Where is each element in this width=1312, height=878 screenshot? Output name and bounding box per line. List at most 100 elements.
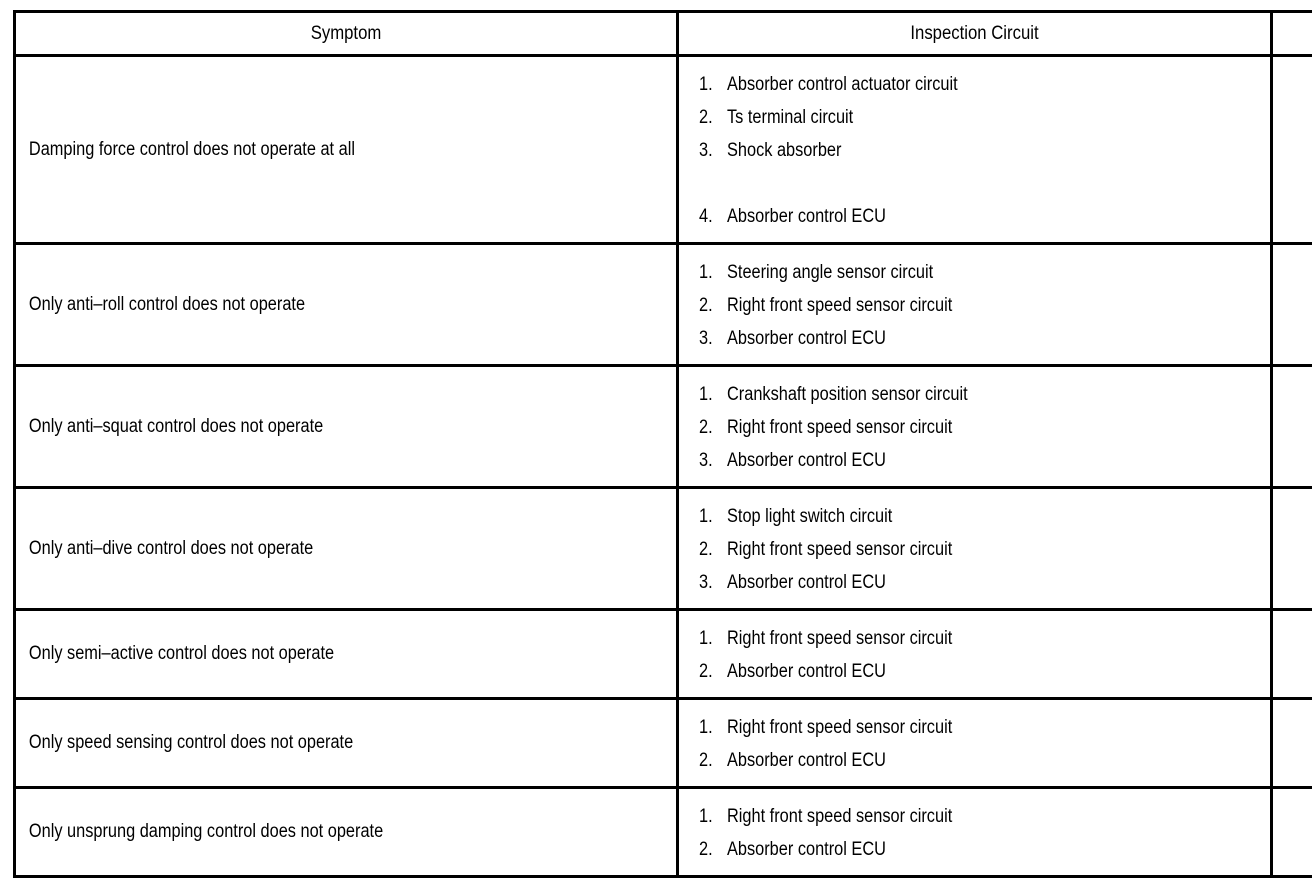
overflow-cell [1272,699,1312,788]
list-item: 2.Right front speed sensor circuit [679,411,1270,444]
table-row: Damping force control does not operate a… [15,56,1312,244]
inspection-circuit-cell: 1.Right front speed sensor circuit 2.Abs… [678,610,1272,699]
list-item-text: Right front speed sensor circuit [727,711,952,744]
page-root: Symptom Inspection Circuit Damping force… [0,0,1312,802]
list-item-text: Absorber control ECU [727,444,886,477]
list-item-number: 1. [699,800,721,833]
list-item-text: Absorber control ECU [727,322,886,355]
list-item-number: 1. [699,500,721,533]
symptom-label: Only anti–dive control does not operate [16,537,584,561]
table-row: Only unsprung damping control does not o… [15,788,1312,877]
list-item-text: Absorber control ECU [727,833,886,866]
list-item: 3.Absorber control ECU [679,444,1270,477]
list-item: 1.Steering angle sensor circuit [679,256,1270,289]
inspection-circuit-cell: 1.Steering angle sensor circuit 2.Right … [678,244,1272,366]
list-item-text: Absorber control ECU [727,200,886,233]
list-item: 2.Absorber control ECU [679,655,1270,688]
list-item-number: 3. [699,566,721,599]
list-item: 2.Ts terminal circuit [679,101,1270,134]
list-item-number: 1. [699,378,721,411]
list-item-text: Right front speed sensor circuit [727,622,952,655]
list-item-text: Absorber control ECU [727,744,886,777]
list-item-number: 1. [699,68,721,101]
list-item-number: 2. [699,289,721,322]
list-item-text: Absorber control ECU [727,566,886,599]
list-item: 1.Right front speed sensor circuit [679,622,1270,655]
list-item-text: Absorber control ECU [727,655,886,688]
symptom-cell: Only unsprung damping control does not o… [15,788,678,877]
table-row: Only anti–dive control does not operate … [15,488,1312,610]
symptom-label: Damping force control does not operate a… [16,138,584,162]
table-header: Symptom Inspection Circuit [15,12,1312,56]
list-item-text: Crankshaft position sensor circuit [727,378,968,411]
inspection-circuit-cell: 1.Stop light switch circuit 2.Right fron… [678,488,1272,610]
list-item-text: Right front speed sensor circuit [727,800,952,833]
list-item: 2.Absorber control ECU [679,744,1270,777]
list-item-number: 1. [699,711,721,744]
table-row: Only speed sensing control does not oper… [15,699,1312,788]
table-row: Only anti–roll control does not operate … [15,244,1312,366]
list-item-text: Absorber control actuator circuit [727,68,958,101]
table-row: Only anti–squat control does not operate… [15,366,1312,488]
list-item-number: 1. [699,256,721,289]
inspection-circuit-list: 1.Right front speed sensor circuit 2.Abs… [679,700,1270,786]
list-item-text: Stop light switch circuit [727,500,892,533]
symptom-cell: Only semi–active control does not operat… [15,610,678,699]
overflow-cell [1272,488,1312,610]
inspection-circuit-cell: 1.Crankshaft position sensor circuit 2.R… [678,366,1272,488]
symptom-label: Only anti–roll control does not operate [16,293,584,317]
list-item: 1.Right front speed sensor circuit [679,800,1270,833]
list-item: 1.Absorber control actuator circuit [679,68,1270,101]
list-item: 3.Absorber control ECU [679,566,1270,599]
overflow-cell [1272,788,1312,877]
list-item-text: Shock absorber [727,134,841,167]
list-item-text: Right front speed sensor circuit [727,533,952,566]
symptom-cell: Only anti–dive control does not operate [15,488,678,610]
overflow-cell [1272,366,1312,488]
symptom-cell: Only speed sensing control does not oper… [15,699,678,788]
symptom-inspection-table: Symptom Inspection Circuit Damping force… [13,10,1312,878]
overflow-cell [1272,610,1312,699]
list-item-number: 1. [699,622,721,655]
list-item-number: 2. [699,411,721,444]
list-item-text: Right front speed sensor circuit [727,289,952,322]
list-item-text: Ts terminal circuit [727,101,853,134]
column-header-overflow [1272,12,1312,56]
list-item: 2.Right front speed sensor circuit [679,289,1270,322]
list-item-number: 3. [699,322,721,355]
column-header-inspection-circuit: Inspection Circuit [678,12,1272,56]
overflow-cell [1272,244,1312,366]
table-body: Damping force control does not operate a… [15,56,1312,877]
symptom-cell: Only anti–squat control does not operate [15,366,678,488]
symptom-label: Only speed sensing control does not oper… [16,731,584,755]
list-item-number: 3. [699,134,721,167]
list-item: 1.Stop light switch circuit [679,500,1270,533]
list-item: 1.Right front speed sensor circuit [679,711,1270,744]
list-item-number: 2. [699,655,721,688]
list-item: 4.Absorber control ECU [679,200,1270,233]
list-item-spacer [679,167,1270,200]
column-header-symptom: Symptom [15,12,678,56]
symptom-cell: Damping force control does not operate a… [15,56,678,244]
list-item: 2.Absorber control ECU [679,833,1270,866]
column-header-inspection-circuit-label: Inspection Circuit [714,23,1234,45]
column-header-symptom-label: Symptom [56,23,637,45]
inspection-circuit-cell: 1.Right front speed sensor circuit 2.Abs… [678,699,1272,788]
overflow-cell [1272,56,1312,244]
list-item-number: 2. [699,833,721,866]
table-row: Only semi–active control does not operat… [15,610,1312,699]
inspection-circuit-cell: 1.Right front speed sensor circuit 2.Abs… [678,788,1272,877]
symptom-label: Only unsprung damping control does not o… [16,820,584,844]
inspection-circuit-list: 1.Crankshaft position sensor circuit 2.R… [679,367,1270,486]
inspection-circuit-list: 1.Stop light switch circuit 2.Right fron… [679,489,1270,608]
list-item-number: 4. [699,200,721,233]
list-item-number: 2. [699,744,721,777]
list-item-text: Steering angle sensor circuit [727,256,933,289]
inspection-circuit-cell: 1.Absorber control actuator circuit 2.Ts… [678,56,1272,244]
list-item: 3.Absorber control ECU [679,322,1270,355]
table-header-row: Symptom Inspection Circuit [15,12,1312,56]
list-item-number: 2. [699,101,721,134]
inspection-circuit-list: 1.Right front speed sensor circuit 2.Abs… [679,611,1270,697]
list-item: 1.Crankshaft position sensor circuit [679,378,1270,411]
inspection-circuit-list: 1.Steering angle sensor circuit 2.Right … [679,245,1270,364]
